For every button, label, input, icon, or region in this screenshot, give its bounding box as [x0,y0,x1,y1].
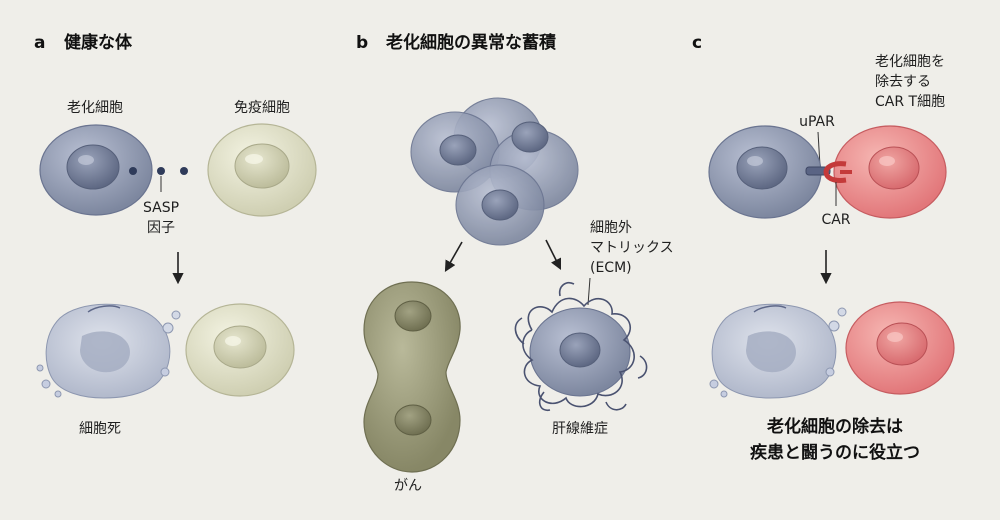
liver-fibrosis-label: 肝線維症 [552,421,608,437]
senescent-cell-cluster [410,97,579,246]
cancer-label: がん [394,478,422,494]
ecm-label-line3: (ECM) [590,260,632,276]
upar-car-binding [805,161,852,183]
arrow-b-left [444,241,463,272]
dying-cell-a [36,303,181,399]
panel-a-letter: a [34,33,45,53]
conclusion-line2: 疾患と闘うのに役立つ [750,442,920,463]
cart-label-line2: 除去する [875,74,931,90]
cart-label-line1: 老化細胞を [875,54,945,70]
sasp-label-line2: 因子 [147,220,175,236]
immune-cell-a [207,123,317,217]
senescent-cell-a [39,124,153,216]
ecm-pointer-line [587,277,591,306]
senescent-cell-label: 老化細胞 [67,100,123,116]
ecm-fibers [514,281,648,412]
car-t-cell [833,125,947,219]
panel-b-title: 老化細胞の異常な蓄積 [385,32,557,53]
arrow-b-right [545,239,562,271]
immune-cell-label: 免疫細胞 [234,100,290,116]
senescent-cell-c [708,125,822,219]
sasp-label-line1: SASP [143,200,179,216]
immune-cell-a2 [185,303,295,397]
panel-c-letter: c [692,33,702,53]
ecm-label-line2: マトリックス [590,240,674,256]
conclusion-line1: 老化細胞の除去は [766,416,903,437]
panel-a-title: 健康な体 [64,32,133,53]
dying-cell-c [709,303,847,399]
car-t-cell-c2 [845,301,955,395]
sasp-factor-dots [129,167,188,192]
cell-death-label: 細胞死 [79,421,121,437]
car-label: CAR [821,212,850,228]
fibrotic-cell [514,281,648,412]
cart-label-line3: CAR T細胞 [875,94,945,110]
panel-b-letter: b [356,33,368,53]
ecm-label-line1: 細胞外 [590,220,632,236]
cancer-cell-dividing [363,281,461,473]
upar-label: uPAR [799,114,835,130]
